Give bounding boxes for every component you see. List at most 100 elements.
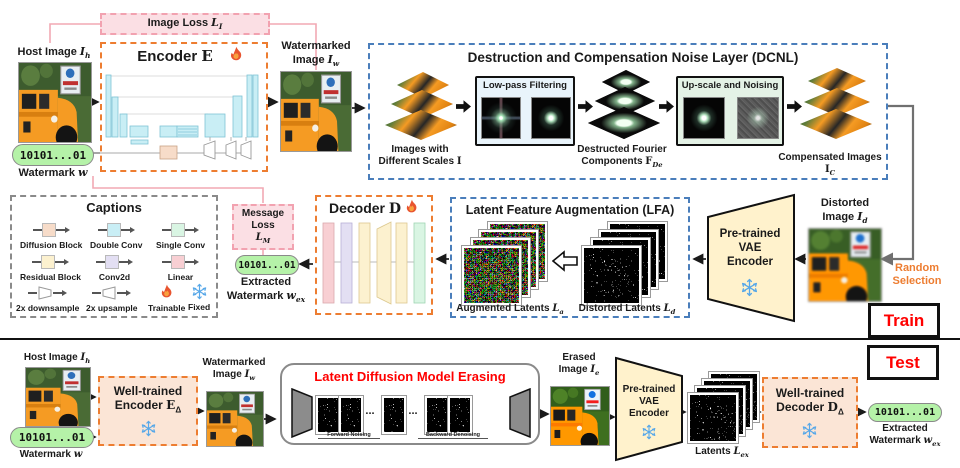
train-test-divider [0, 338, 960, 340]
decoder-title: Decoder D [328, 200, 402, 217]
encoder-title: Encoder E [137, 47, 213, 65]
extracted-watermark-pill-train: 10101...01 [235, 255, 299, 275]
legend-diffusion-block: Diffusion Block [20, 222, 82, 250]
image-loss-label: Image Loss [147, 16, 212, 29]
image-loss-box: Image Loss LI [100, 13, 270, 35]
conv2d-swatch [105, 255, 119, 269]
upscaled-spectrum-image [683, 97, 725, 139]
forward-noising-label: Forward Noising [318, 432, 380, 439]
distorted-image [808, 228, 882, 302]
lowpass-filtering-title: Low-pass Filtering [483, 80, 567, 91]
latents-label-test: Latents Lex [695, 446, 749, 459]
double-conv-swatch [106, 223, 121, 237]
vae-encoder-train [707, 193, 795, 323]
decoder-box [315, 195, 433, 315]
watermarked-image [280, 71, 352, 152]
legend-double-conv: Double Conv [90, 222, 142, 250]
captions-title: Captions [86, 200, 142, 215]
diffusion-block-swatch [41, 223, 56, 237]
fixed-snowflake-icon-decoder-test [802, 422, 817, 439]
decoder-layers-diagram [322, 221, 426, 305]
linear-swatch [171, 255, 185, 269]
loss-connectors [49, 23, 317, 255]
host-image [18, 62, 92, 143]
watermark-label-test: Watermark w [19, 449, 83, 460]
watermark-pill: 10101...01 [12, 144, 94, 166]
ldm-latent-4 [425, 396, 449, 434]
fixed-snowflake-icon-encoder-test [141, 420, 156, 437]
ldm-dots-1: ... [365, 405, 375, 417]
lfa-title: Latent Feature Augmentation (LFA) [465, 203, 675, 217]
fixed-snowflake-icon-vae-train [742, 278, 757, 297]
legend-residual-block: Residual Block [20, 254, 81, 282]
watermark-label: Watermark w [18, 166, 88, 179]
ldm-latent-1 [316, 396, 340, 434]
upsample-trapezoid-icon [102, 286, 116, 300]
legend-fixed: Fixed [188, 283, 210, 312]
legend-trainable: Trainable [148, 283, 185, 313]
legend-conv2d: Conv2d [96, 254, 133, 282]
host-image-label-test: Host Image Ih [23, 352, 91, 365]
images-different-scales-stack [385, 72, 461, 140]
ldm-latent-3 [382, 396, 406, 434]
noised-spectrum-image [737, 97, 779, 139]
ldm-latent-2 [339, 396, 363, 434]
erased-image [550, 386, 610, 446]
ldm-erasing-title: Latent Diffusion Model Erasing [314, 369, 506, 384]
upscale-noising-title: Up-scale and Noising [681, 80, 779, 91]
dcnl-title: Destruction and Compensation Noise Layer… [467, 50, 799, 65]
residual-block-swatch [40, 255, 55, 269]
distorted-latents-label: Distorted Latents Ld [578, 303, 676, 316]
single-conv-swatch [171, 223, 186, 237]
legend-linear: Linear [162, 254, 199, 282]
host-image-test [25, 367, 91, 427]
fixed-snowflake-icon-legend [192, 283, 206, 300]
fixed-snowflake-icon-vae-test [642, 424, 656, 440]
trainable-flame-icon-decoder [406, 199, 417, 213]
ldm-latent-5 [448, 396, 472, 434]
host-image-label: Host Image Ih [17, 45, 91, 61]
extracted-watermark-pill-test: 10101...01 [868, 403, 942, 422]
watermarked-image-test [206, 391, 264, 447]
random-selection-connector [869, 104, 915, 266]
legend-downsample: 2x downsample [16, 285, 79, 313]
compensated-images-label: Compensated Images IC [778, 152, 882, 177]
encoder-unet-diagram [100, 74, 259, 160]
backward-denoising-label: Backward Denoising [418, 432, 488, 439]
train-badge: Train [868, 303, 940, 338]
legend-upsample: 2x upsample [86, 285, 138, 313]
lowpass-filtered-spectrum-image [531, 97, 571, 139]
compensated-images-stack [800, 68, 872, 140]
lfa-hollow-arrow [552, 250, 578, 272]
distorted-latents-stack [582, 222, 667, 305]
augmented-latents-stack [462, 222, 547, 305]
ldm-encoder-trapezoid [291, 388, 313, 438]
trainable-flame-icon-encoder [230, 46, 242, 61]
destructed-fourier-stack [588, 70, 660, 140]
latents-stack-test [688, 372, 759, 443]
fourier-spectrum-image [481, 97, 521, 139]
vae-encoder-test [615, 356, 683, 462]
downsample-trapezoid-icon [38, 286, 52, 300]
watermark-pill-test: 10101...01 [10, 427, 94, 448]
test-badge: Test [867, 345, 939, 380]
ldm-dots-2: ... [408, 405, 418, 417]
augmented-latents-label: Augmented Latents La [456, 303, 564, 316]
ldm-decoder-trapezoid [509, 388, 531, 438]
legend-single-conv: Single Conv [156, 222, 205, 250]
